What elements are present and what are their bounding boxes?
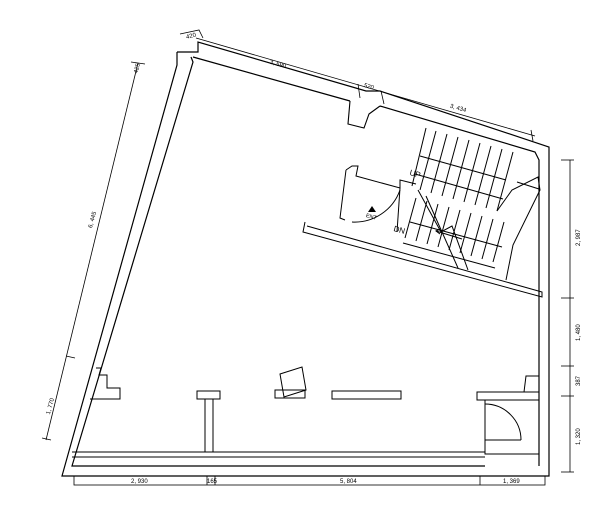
dim-top-right-segment: 3, 434 [449,104,467,115]
entrance-arrow-icon [368,206,376,212]
dim-right-lower: 1, 320 [576,428,582,445]
storefront-elements [72,366,540,458]
dim-bottom-right: 1, 369 [503,479,520,485]
dim-top-notch: 520 [363,83,375,92]
dim-right-upper: 2, 987 [576,229,582,246]
dim-left-long: 6, 445 [88,210,98,228]
dim-bottom-small: 165 [207,479,218,485]
dim-left-corner: 425 [133,62,142,74]
top-notch [347,100,381,129]
entrance-label: ENT [365,213,378,222]
dimension-lines [41,29,574,486]
stair-direction-arrow-icon [435,228,463,240]
dim-top-small: 420 [186,32,198,40]
dim-right-small: 387 [576,375,582,386]
dim-top-left-segment: 3, 590 [269,60,287,71]
dim-left-lower: 1, 770 [46,397,56,415]
stair-down-label: DN [393,224,407,236]
stair-core [302,127,543,298]
dim-bottom-left: 2, 930 [131,479,148,485]
exterior-walls [61,41,550,477]
dim-bottom-middle: 5, 804 [340,479,357,485]
entrance-door [351,187,401,233]
dim-right-mid: 1, 480 [576,324,582,341]
stair-up-label: UP [409,168,422,180]
